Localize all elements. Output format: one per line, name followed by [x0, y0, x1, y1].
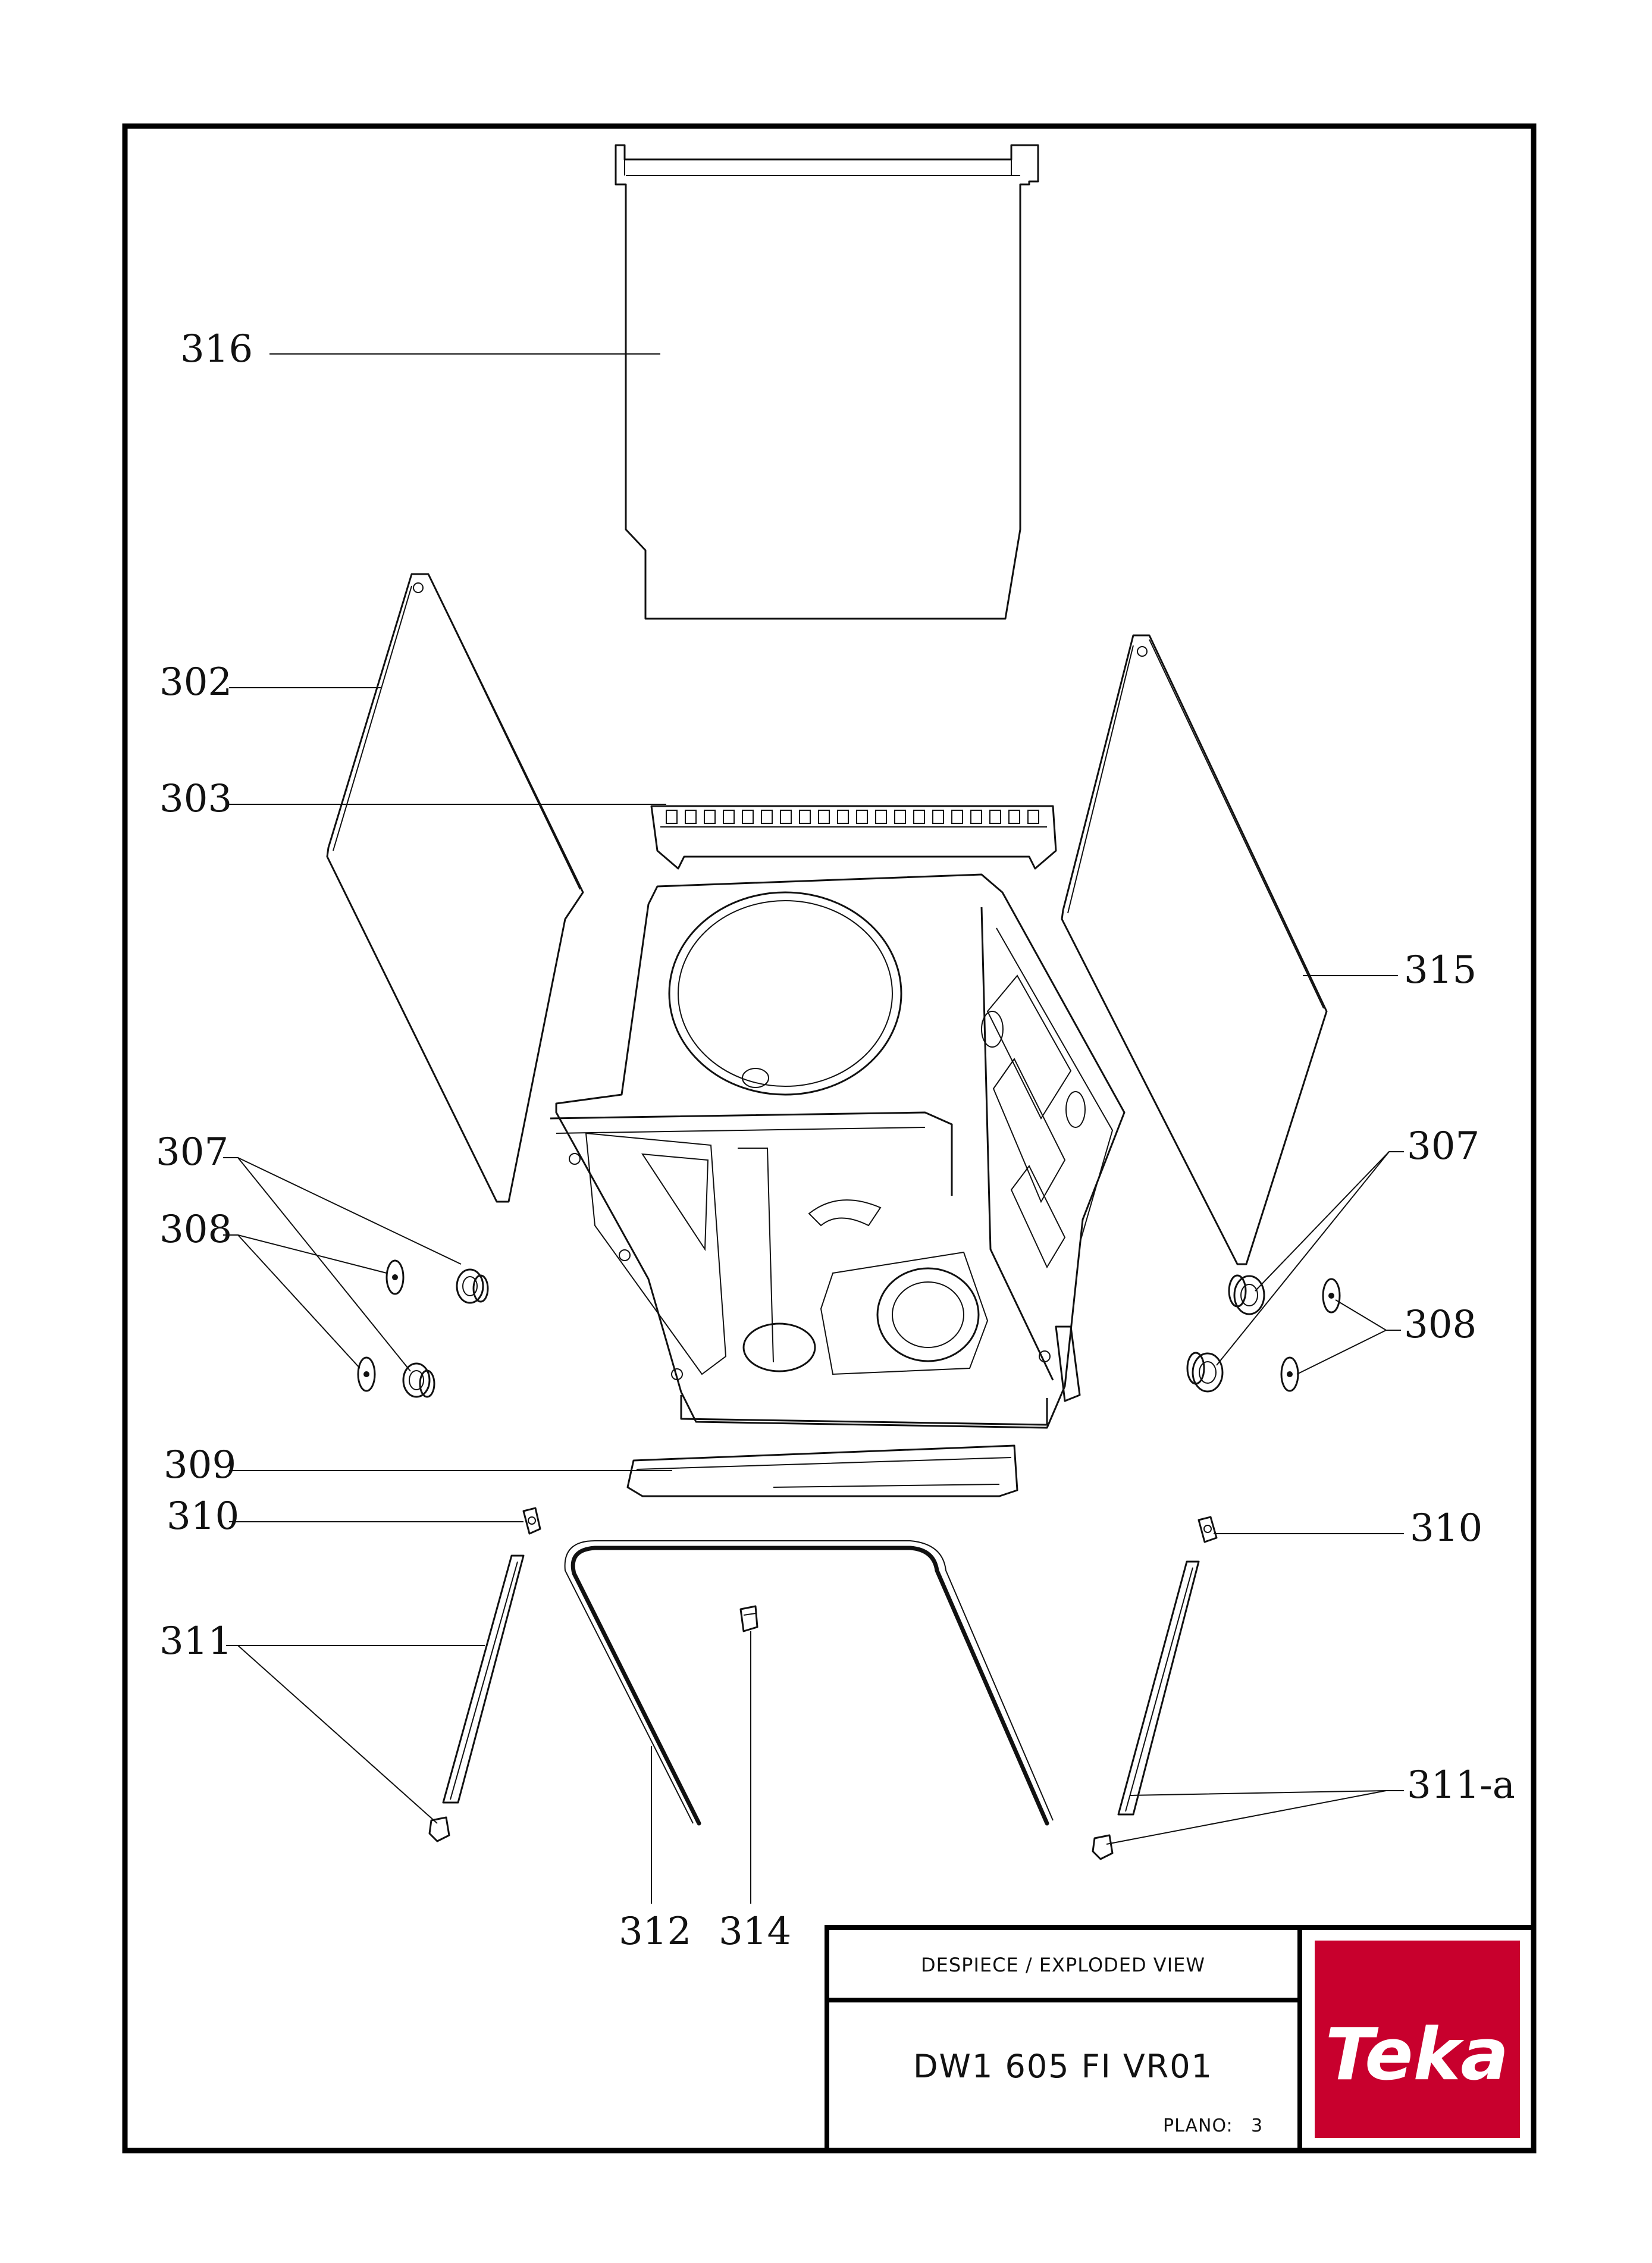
leader-lines — [223, 353, 1404, 1904]
callout-316: 316 — [180, 327, 253, 371]
title-block: DESPIECE / EXPLODED VIEW DW1 605 FI VR01… — [825, 1892, 1536, 2151]
title-block-plano-number: 3 — [1251, 2115, 1263, 2136]
part-308-right-washers — [1280, 1278, 1341, 1392]
callout-303: 303 — [159, 777, 232, 821]
callout-307-left: 307 — [156, 1130, 228, 1174]
callout-307-right: 307 — [1407, 1124, 1479, 1168]
part-308-left-washers — [357, 1259, 405, 1392]
callout-314: 314 — [719, 1910, 791, 1954]
part-309-bottom-rail — [626, 1444, 1018, 1497]
callout-315: 315 — [1404, 948, 1477, 992]
dishwasher-tub — [550, 873, 1126, 1429]
part-307-left-wheels — [402, 1268, 489, 1398]
teka-logo — [1315, 1941, 1520, 2138]
callout-308-right: 308 — [1404, 1303, 1477, 1347]
part-303-top-rail — [650, 805, 1057, 870]
part-314-latch — [739, 1605, 758, 1632]
part-316-top-panel — [615, 144, 1039, 620]
title-block-model: DW1 605 FI VR01 — [913, 2048, 1213, 2085]
callout-302: 302 — [159, 660, 232, 704]
callout-310-right: 310 — [1410, 1506, 1482, 1550]
part-311-left-rail — [428, 1554, 525, 1842]
callout-312: 312 — [619, 1910, 691, 1954]
callout-labels: 316 302 303 315 307 307 308 308 309 310 … — [156, 327, 1515, 1954]
part-311a-right-rail — [1092, 1560, 1200, 1860]
callout-310-left: 310 — [167, 1494, 239, 1538]
drawing-frame — [122, 123, 1537, 2154]
callout-311: 311 — [159, 1619, 232, 1663]
part-315-right-side-panel — [1061, 634, 1328, 1265]
part-302-left-side-panel — [326, 573, 584, 1203]
title-block-plano-label: PLANO: — [1163, 2115, 1233, 2136]
part-310-right-clip — [1198, 1516, 1218, 1543]
part-307-right-wheels — [1186, 1274, 1265, 1393]
callout-308-left: 308 — [159, 1208, 232, 1252]
part-312-door-seal — [564, 1540, 1054, 1826]
callout-309: 309 — [164, 1443, 236, 1487]
callout-311a: 311-a — [1407, 1763, 1515, 1807]
title-block-view-label: DESPIECE / EXPLODED VIEW — [921, 1954, 1205, 1976]
part-310-left-clip — [522, 1507, 541, 1535]
teka-logo-text: Teka — [1325, 2014, 1509, 2096]
